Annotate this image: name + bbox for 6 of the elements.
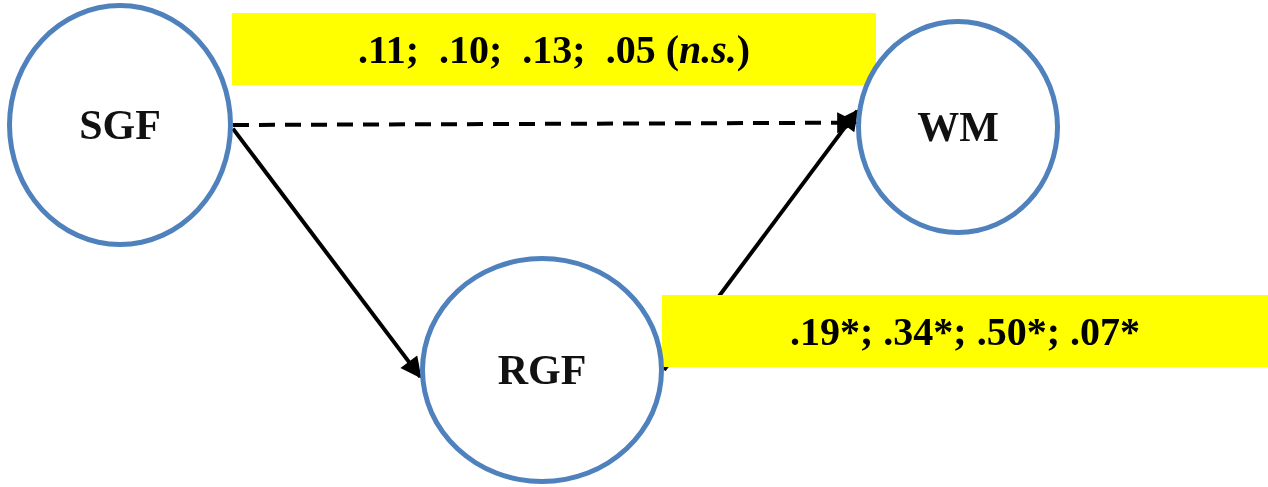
arrow [231,127,422,379]
node-label: RGF [497,346,587,394]
node-label: WM [917,103,999,151]
node-label: SGF [79,101,161,149]
edge-label: .11; .10; .13; .05 (n.s.) [232,13,876,85]
edge-label: .19*; .34*; .50*; .07* [662,295,1268,367]
